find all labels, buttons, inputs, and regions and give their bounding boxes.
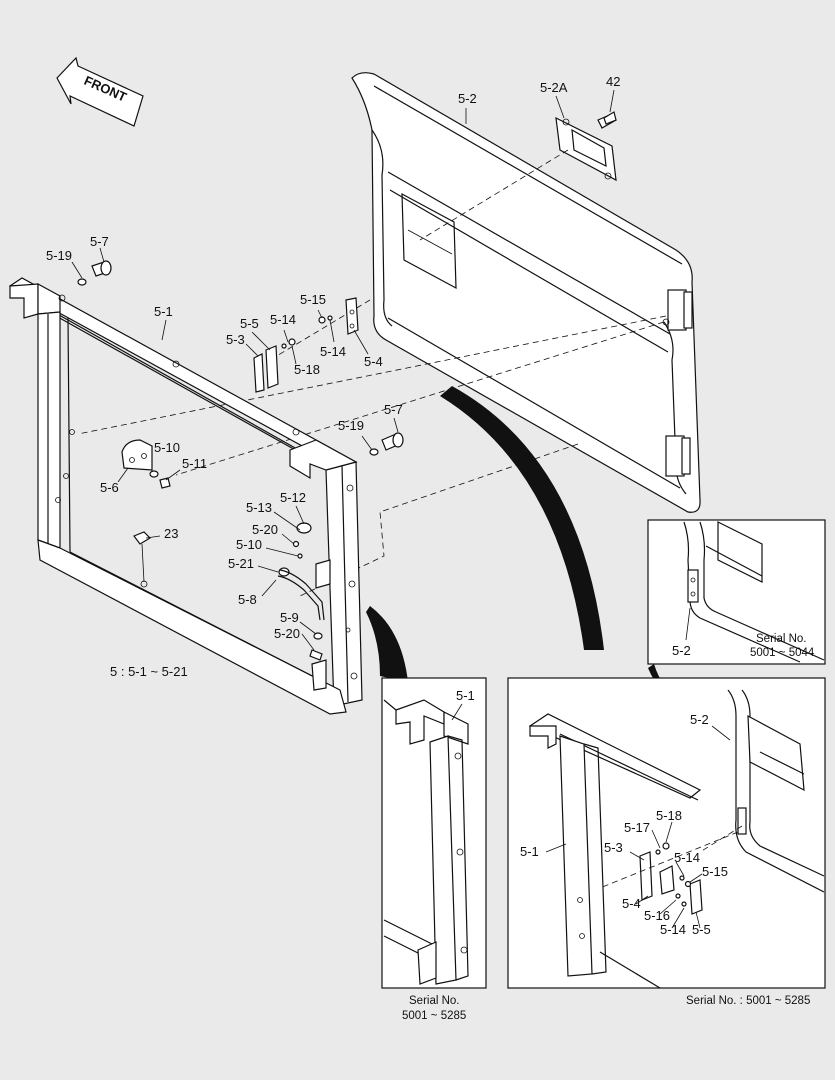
label-5-14-upper: 5-14 (270, 312, 296, 327)
label-5-3: 5-3 (226, 332, 245, 347)
inset-middle (381, 677, 487, 989)
label-5-2A: 5-2A (540, 80, 568, 95)
label-5-10-lower: 5-10 (236, 537, 262, 552)
inset-br-label-5-15: 5-15 (702, 864, 728, 879)
label-5-11: 5-11 (182, 456, 207, 471)
label-5-4: 5-4 (364, 354, 383, 369)
label-5-5: 5-5 (240, 316, 259, 331)
inset-top-right-serial-line1: Serial No. (756, 633, 807, 645)
inset-labels: 5-2 Serial No. 5001 ~ 5044 5-1 Serial No… (402, 633, 815, 1022)
label-5-8: 5-8 (238, 592, 257, 607)
inset-br-label-5-16: 5-16 (644, 908, 670, 923)
label-5-21: 5-21 (228, 556, 254, 571)
door-panel (351, 72, 701, 513)
label-5-20-lower: 5-20 (274, 626, 300, 641)
inset-br-label-5-1: 5-1 (520, 844, 539, 859)
label-5-13: 5-13 (246, 500, 272, 515)
label-5-12: 5-12 (280, 490, 306, 505)
inset-br-label-5-14-lower: 5-14 (660, 922, 686, 937)
label-5-19-top: 5-19 (46, 248, 72, 263)
inset-top-right (647, 519, 826, 665)
inset-top-right-label-5-2: 5-2 (672, 643, 691, 658)
inset-middle-serial-line1: Serial No. (409, 995, 460, 1007)
label-5-9: 5-9 (280, 610, 299, 625)
inset-middle-label-5-1: 5-1 (456, 688, 475, 703)
label-5-18: 5-18 (294, 362, 320, 377)
label-5-2: 5-2 (458, 91, 477, 106)
assembly-note: 5 : 5-1 ~ 5-21 (110, 664, 188, 679)
inset-br-label-5-14-upper: 5-14 (674, 850, 700, 865)
hardware-parts (77, 111, 617, 691)
label-5-1: 5-1 (154, 304, 173, 319)
callout-arrows (366, 386, 682, 700)
inset-br-label-5-18: 5-18 (656, 808, 682, 823)
label-5-7-top: 5-7 (90, 234, 109, 249)
radiator-frame (8, 277, 363, 715)
front-arrow: FRONT (56, 56, 144, 127)
label-5-14-lower: 5-14 (320, 344, 346, 359)
inset-top-right-serial-line2: 5001 ~ 5044 (750, 647, 815, 659)
label-5-15: 5-15 (300, 292, 326, 307)
label-5-6: 5-6 (100, 480, 119, 495)
label-42: 42 (606, 74, 620, 89)
inset-br-serial: Serial No. : 5001 ~ 5285 (686, 995, 810, 1007)
leader-lines (71, 89, 615, 651)
inset-br-label-5-3: 5-3 (604, 840, 623, 855)
label-23: 23 (164, 526, 178, 541)
main-labels: 5-2 5-2A 42 5-7 5-19 5-1 5-15 5-5 5-14 5… (46, 74, 620, 679)
inset-bottom-right (507, 677, 826, 989)
label-5-7-mid: 5-7 (384, 402, 403, 417)
inset-br-label-5-4: 5-4 (622, 896, 641, 911)
inset-middle-serial-line2: 5001 ~ 5285 (402, 1010, 466, 1022)
label-5-20-upper: 5-20 (252, 522, 278, 537)
label-5-19-mid: 5-19 (338, 418, 364, 433)
inset-br-label-5-2: 5-2 (690, 712, 709, 727)
label-5-10-upper: 5-10 (154, 440, 180, 455)
inset-br-label-5-17: 5-17 (624, 820, 650, 835)
inset-br-label-5-5: 5-5 (692, 922, 711, 937)
